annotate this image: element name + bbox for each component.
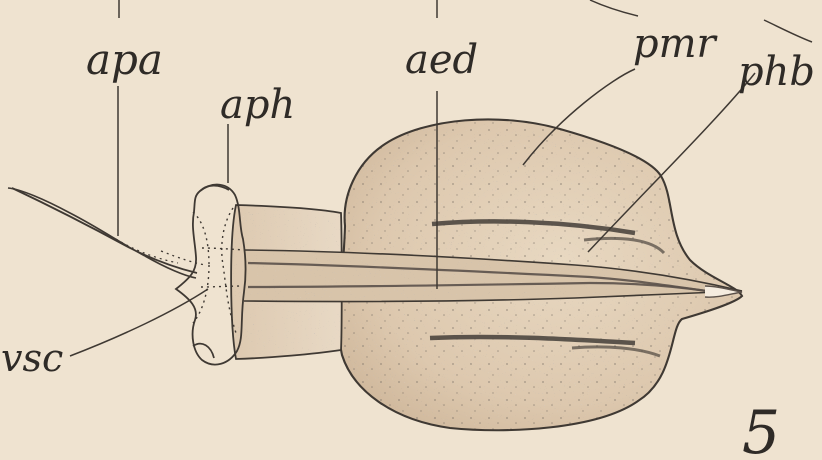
appendage: [8, 188, 206, 278]
label-apa: apa: [86, 35, 163, 84]
label-phb: phb: [738, 49, 815, 95]
label-aph: aph: [220, 82, 295, 128]
label-pmr: pmr: [633, 21, 719, 67]
label-vsc: vsc: [1, 336, 63, 380]
figure-number: 5: [742, 398, 780, 460]
label-aed: aed: [405, 37, 478, 83]
